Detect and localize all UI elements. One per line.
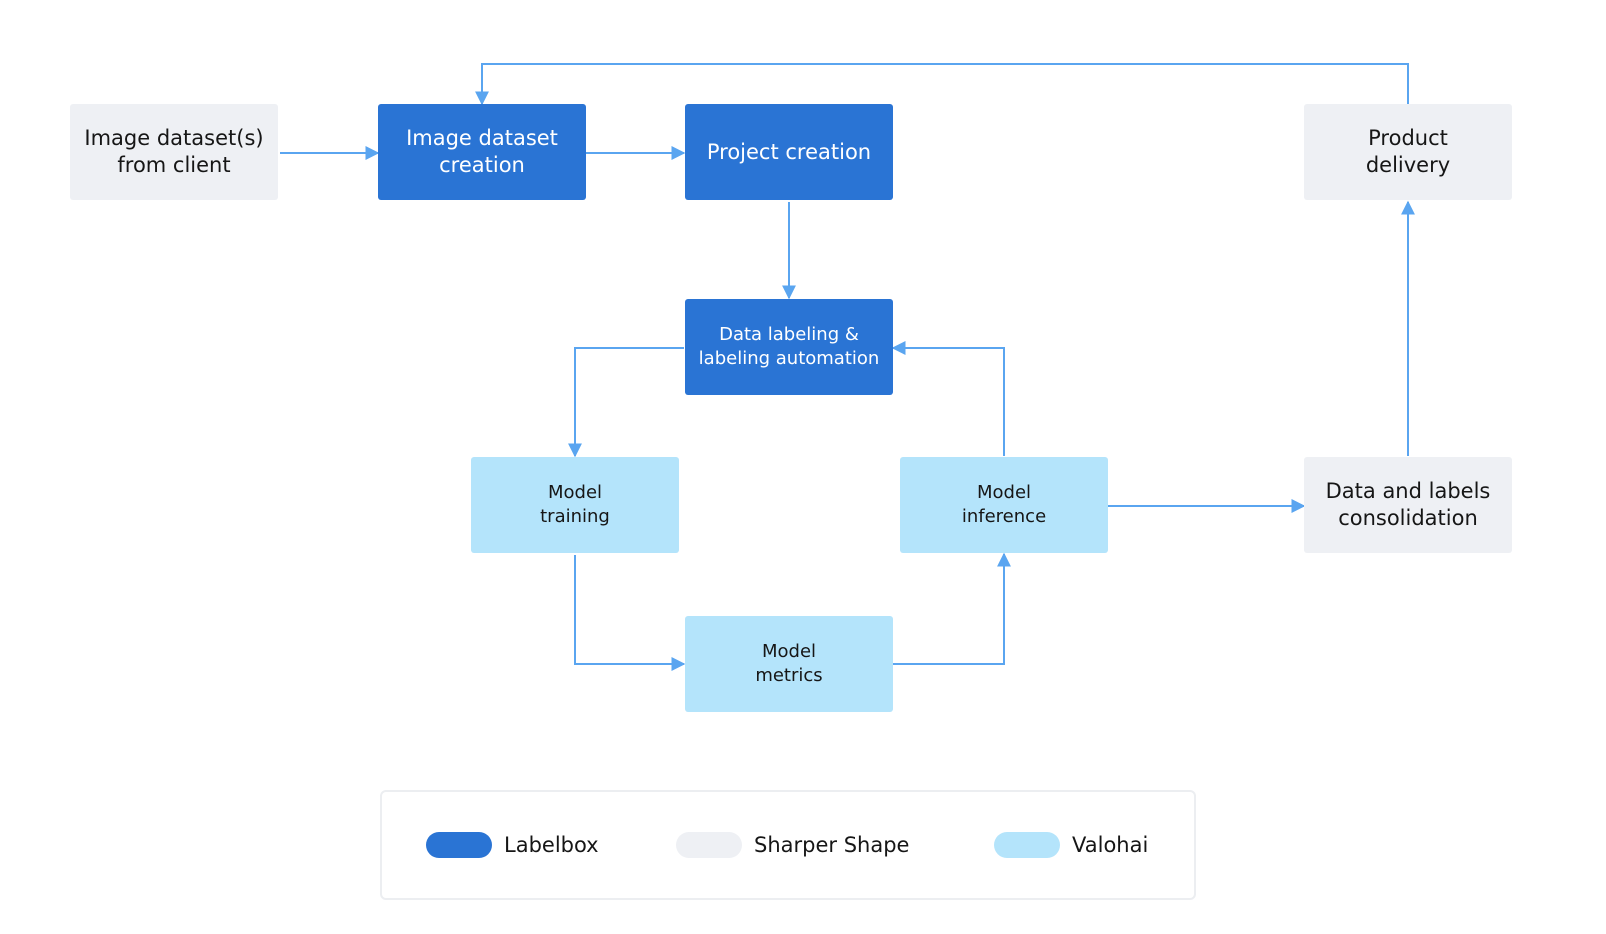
node-label: Project creation — [706, 139, 872, 164]
node-project-creation: Project creation — [685, 104, 893, 200]
node-label: Product delivery — [1365, 126, 1451, 177]
node-model-inference: Model inference — [900, 457, 1108, 553]
node-label: Model inference — [961, 482, 1047, 527]
legend-label-sharper-shape: Sharper Shape — [754, 833, 910, 857]
node-label: Model metrics — [755, 641, 823, 686]
arrow-inference-to-labeling — [891, 341, 1005, 456]
legend: Labelbox Sharper Shape Valohai — [380, 790, 1196, 900]
node-label: Data and labels consolidation — [1325, 479, 1491, 530]
node-label: Image dataset creation — [406, 126, 558, 177]
node-label: Image dataset(s) from client — [84, 126, 264, 177]
node-product-delivery: Product delivery — [1304, 104, 1512, 200]
node-model-training: Model training — [471, 457, 679, 553]
node-data-labels-consolidation: Data and labels consolidation — [1304, 457, 1512, 553]
arrow-delivery-to-dataset-creation — [475, 63, 1409, 106]
legend-item-valohai: Valohai — [994, 792, 1148, 898]
arrow-training-to-metrics — [574, 555, 686, 671]
node-label: Model training — [540, 482, 610, 527]
legend-swatch-sharper-shape — [676, 832, 742, 858]
legend-swatch-labelbox — [426, 832, 492, 858]
arrow-metrics-to-inference — [893, 552, 1011, 665]
arrow-labeling-to-training — [568, 347, 684, 458]
legend-swatch-valohai — [994, 832, 1060, 858]
legend-item-sharper-shape: Sharper Shape — [676, 792, 909, 898]
legend-label-valohai: Valohai — [1072, 833, 1149, 857]
node-data-labeling: Data labeling & labeling automation — [685, 299, 893, 395]
legend-item-labelbox: Labelbox — [426, 792, 599, 898]
node-image-dataset-creation: Image dataset creation — [378, 104, 586, 200]
node-label: Data labeling & labeling automation — [698, 324, 880, 369]
node-image-datasets-from-client: Image dataset(s) from client — [70, 104, 278, 200]
legend-label-labelbox: Labelbox — [504, 833, 599, 857]
node-model-metrics: Model metrics — [685, 616, 893, 712]
